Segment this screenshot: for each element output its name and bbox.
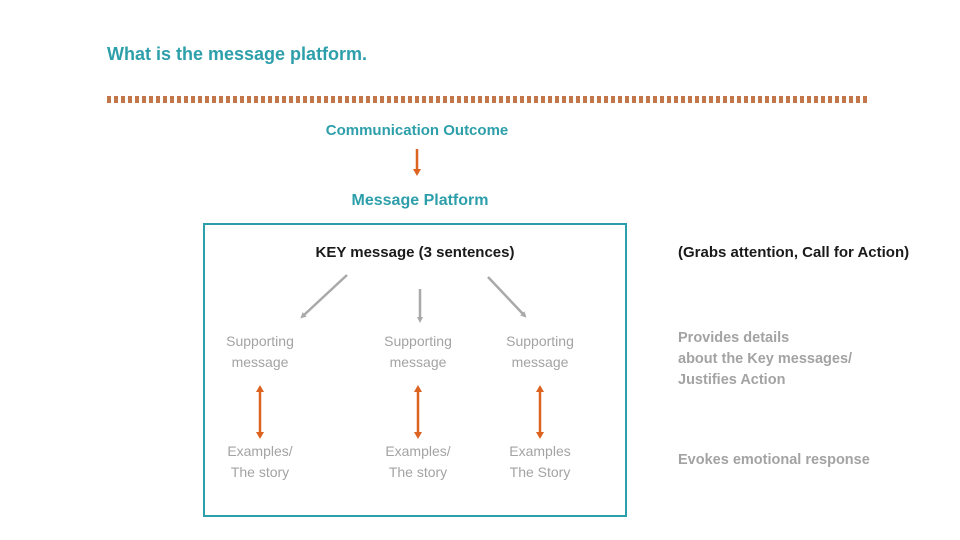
supporting-message-note: Provides details about the Key messages/…	[678, 328, 852, 391]
examples-story-1: Examples/ The story	[195, 441, 325, 483]
examples-story-3: Examples The Story	[475, 441, 605, 483]
examples-note: Evokes emotional response	[678, 452, 870, 468]
supporting-message-note-line3: Justifies Action	[678, 370, 852, 391]
supporting-message-2: Supporting message	[353, 331, 483, 373]
examples-story-3-line2: The Story	[475, 462, 605, 483]
page-title: What is the message platform.	[107, 44, 367, 65]
supporting-message-3: Supporting message	[475, 331, 605, 373]
supporting-message-2-line2: message	[353, 352, 483, 373]
message-platform-label: Message Platform	[270, 192, 570, 210]
supporting-message-note-line1: Provides details	[678, 328, 852, 349]
key-message-heading: KEY message (3 sentences)	[203, 244, 627, 261]
supporting-message-3-line2: message	[475, 352, 605, 373]
examples-story-1-line2: The story	[195, 462, 325, 483]
examples-story-1-line1: Examples/	[195, 441, 325, 462]
supporting-message-note-line2: about the Key messages/	[678, 349, 852, 370]
communication-outcome-label: Communication Outcome	[267, 122, 567, 139]
supporting-message-2-line1: Supporting	[353, 331, 483, 352]
examples-story-2: Examples/ The story	[353, 441, 483, 483]
examples-story-2-line2: The story	[353, 462, 483, 483]
supporting-message-1-line1: Supporting	[195, 331, 325, 352]
supporting-message-1: Supporting message	[195, 331, 325, 373]
examples-story-2-line1: Examples/	[353, 441, 483, 462]
supporting-message-3-line1: Supporting	[475, 331, 605, 352]
dotted-divider	[107, 96, 870, 103]
supporting-message-1-line2: message	[195, 352, 325, 373]
examples-story-3-line1: Examples	[475, 441, 605, 462]
key-message-note: (Grabs attention, Call for Action)	[678, 244, 909, 261]
